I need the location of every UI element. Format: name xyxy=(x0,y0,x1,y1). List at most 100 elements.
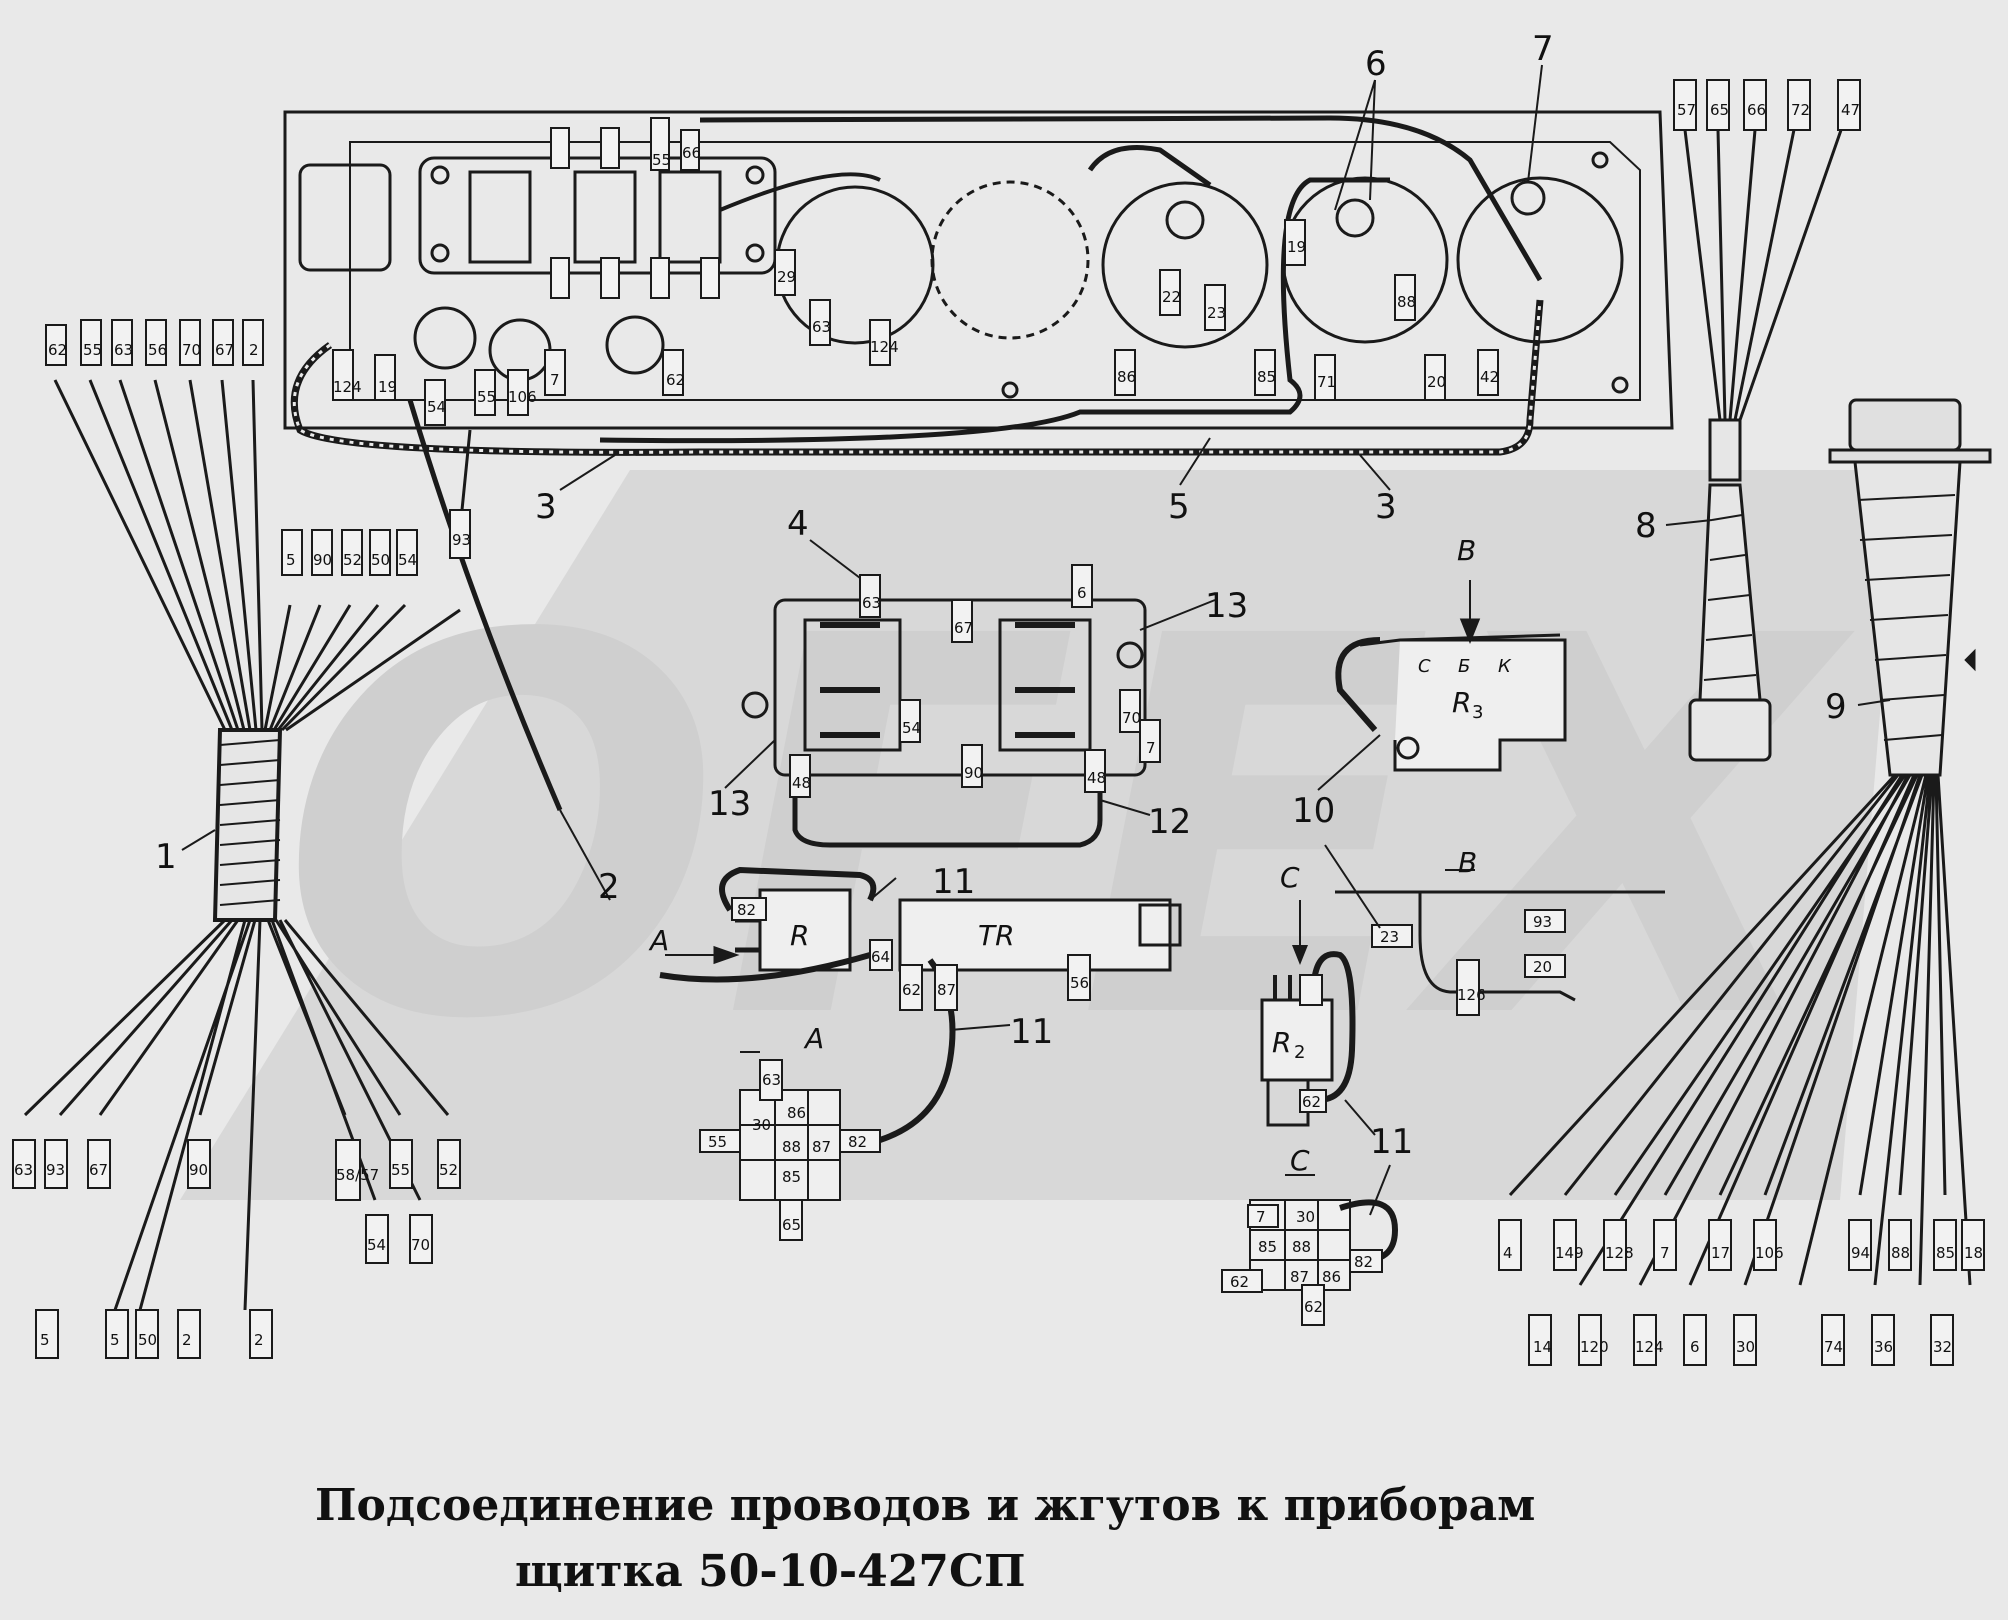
terminal xyxy=(1524,909,1566,933)
gauge-2-dashed xyxy=(930,180,1090,340)
harness-8-wires xyxy=(1683,109,1850,421)
wire-label: 120 xyxy=(1580,1338,1609,1356)
callout-13a: 13 xyxy=(1205,586,1248,626)
wire-label: 14 xyxy=(1533,1338,1552,1356)
leader-lines xyxy=(181,64,1891,1216)
switch-2 xyxy=(573,170,637,264)
view-b-arrow-label: В xyxy=(1457,534,1476,567)
relay-r2 xyxy=(1260,951,1356,1127)
callout-12: 12 xyxy=(1148,802,1191,842)
r3-term-c: С xyxy=(1418,656,1431,677)
wire-label: 57 xyxy=(1677,101,1696,119)
relay-r-tr xyxy=(659,866,1182,1143)
terminal xyxy=(311,529,333,576)
harness-8-tie xyxy=(1708,418,1742,482)
harness-1-bottom-terminals-2: 5 5 50 2 2 xyxy=(35,1309,273,1359)
terminal xyxy=(662,349,684,396)
terminal xyxy=(135,1309,159,1359)
callout-3b: 3 xyxy=(1375,487,1397,527)
terminal xyxy=(1528,1314,1552,1366)
r2-sub: 2 xyxy=(1294,1042,1305,1063)
terminal xyxy=(1743,79,1767,131)
wire-label: 65 xyxy=(1710,101,1729,119)
wire-label: 124 xyxy=(333,378,362,396)
wire-label: 94 xyxy=(1851,1244,1870,1262)
terminal xyxy=(437,1139,461,1189)
harness-1-top-wires xyxy=(53,379,264,731)
harness-1 xyxy=(23,379,461,1311)
terminal xyxy=(1653,1219,1677,1271)
wire-2-path xyxy=(407,399,563,811)
terminal xyxy=(187,1139,211,1189)
leader-9 xyxy=(1857,699,1891,706)
terminal xyxy=(409,1214,433,1264)
r3-term-b: Б xyxy=(1458,656,1470,677)
arrow-a-head xyxy=(713,945,740,965)
wire-label: 88 xyxy=(782,1138,801,1156)
harness-9-connector xyxy=(1848,398,1962,452)
terminal xyxy=(1284,219,1306,266)
terminal xyxy=(650,117,670,171)
wire-label: 93 xyxy=(46,1161,65,1179)
terminal xyxy=(1139,719,1161,763)
terminal xyxy=(1933,1219,1957,1271)
r3-body xyxy=(1393,638,1567,772)
terminal xyxy=(1553,1219,1577,1271)
wire-label: 88 xyxy=(1397,293,1416,311)
wire-label: 2 xyxy=(182,1331,192,1349)
view-c-grid xyxy=(1250,1200,1350,1290)
view-c-arrow-label: С xyxy=(1280,861,1300,894)
terminal xyxy=(1477,349,1499,396)
view-b-arrow-head xyxy=(1459,618,1481,645)
switch-3 xyxy=(658,170,722,264)
terminal xyxy=(1221,1269,1263,1293)
wire-label: 86 xyxy=(1322,1268,1341,1286)
wire-2-end xyxy=(659,952,871,983)
wire-label: 82 xyxy=(1354,1253,1373,1271)
r2-pins xyxy=(1273,975,1292,1000)
terminal xyxy=(600,127,620,169)
leader-10 xyxy=(1317,734,1381,929)
terminal xyxy=(332,349,354,401)
wire-label: 48 xyxy=(792,774,811,792)
r2-body xyxy=(1260,998,1334,1082)
wire-label: 55 xyxy=(477,388,496,406)
relay-r-label: R xyxy=(790,919,809,952)
wire-label: 106 xyxy=(1755,1244,1784,1262)
screw xyxy=(1611,376,1629,394)
terminal xyxy=(1706,79,1730,131)
wire-label: 82 xyxy=(848,1133,867,1151)
harness-9 xyxy=(1508,398,1992,1286)
terminal xyxy=(335,1139,361,1201)
wire-label: 70 xyxy=(1122,709,1141,727)
wire-label: 85 xyxy=(1936,1244,1955,1262)
gauge-3-hub xyxy=(1165,200,1205,240)
wire-label: 65 xyxy=(782,1216,801,1234)
terminal xyxy=(1084,749,1106,793)
wire-label: 54 xyxy=(367,1236,386,1254)
terminal xyxy=(1633,1314,1657,1366)
terminal xyxy=(600,257,620,299)
wire-label: 52 xyxy=(439,1161,458,1179)
terminal xyxy=(145,319,167,366)
wire-label: 63 xyxy=(14,1161,33,1179)
terminal xyxy=(1456,959,1480,1016)
terminal xyxy=(869,939,893,971)
terminal xyxy=(779,1199,803,1241)
wire-label: 70 xyxy=(411,1236,430,1254)
wire-label: 56 xyxy=(148,341,167,359)
terminal xyxy=(1071,564,1093,608)
terminal xyxy=(369,529,391,576)
wire-label: 67 xyxy=(954,619,973,637)
wire-label: 18 xyxy=(1964,1244,1983,1262)
harness-8-winding xyxy=(1703,514,1757,681)
callout-5: 5 xyxy=(1168,487,1190,527)
wire-label: 66 xyxy=(1747,101,1766,119)
block-12-wire xyxy=(792,775,1103,848)
wire-label: 4 xyxy=(1503,1244,1513,1262)
terminal xyxy=(1837,79,1861,131)
callout-11a: 11 xyxy=(932,862,975,902)
screw xyxy=(1591,151,1609,169)
terminal xyxy=(1159,269,1181,316)
